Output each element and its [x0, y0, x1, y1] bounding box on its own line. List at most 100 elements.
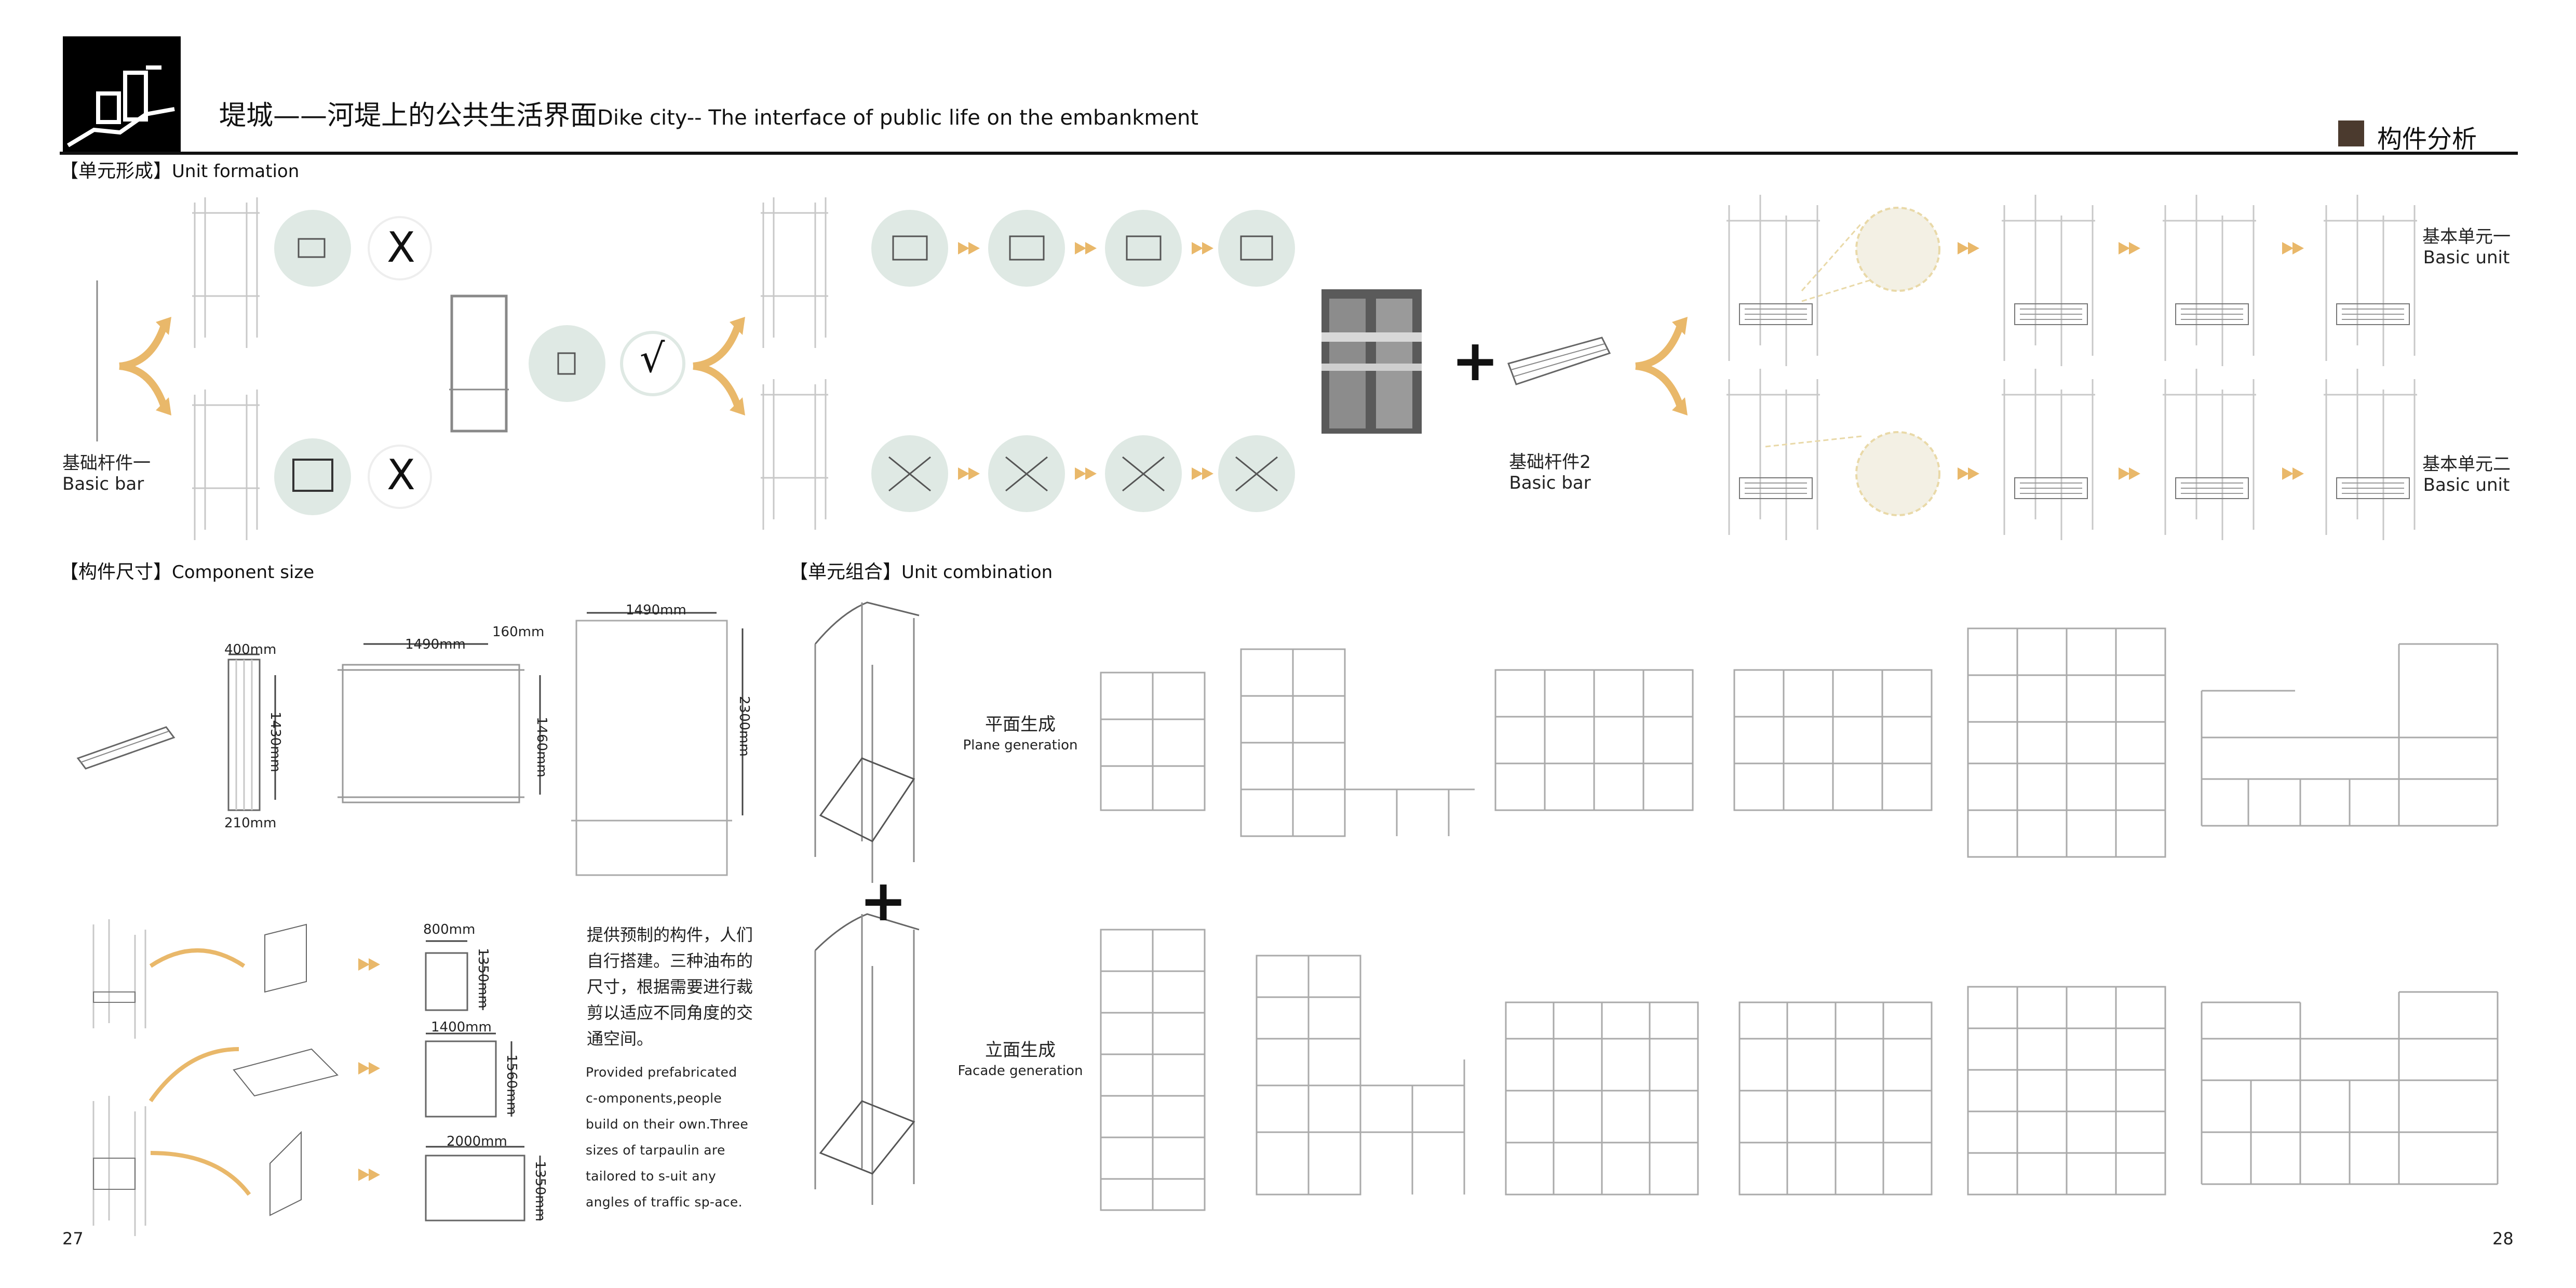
unit-sketch: [1725, 194, 1821, 367]
tarp-shape: [233, 1048, 339, 1097]
header-divider: [60, 152, 2518, 155]
unit-sketch: [2162, 194, 2257, 367]
frame-elevation: [575, 620, 728, 876]
joint-step-circle: [1105, 210, 1182, 287]
label-zh: 立面生成: [985, 1040, 1056, 1061]
dim-label: 1430mm: [267, 712, 283, 772]
cross-circle: [368, 216, 432, 280]
basic-bar1-label: 基础杆件一 Basic bar: [62, 453, 151, 494]
unit-sketch: [1725, 368, 1821, 541]
canopy-unit: [814, 913, 920, 1205]
cross-mark: X: [387, 223, 415, 272]
unit-sketch: [2001, 368, 2096, 541]
logo-mark: [63, 36, 181, 152]
tarp-unit-large: [92, 1096, 146, 1236]
label-en: Basic bar: [1509, 473, 1591, 493]
joint-sketch: [298, 238, 326, 258]
formation-diagram: [96, 194, 2418, 541]
check-circle: [620, 331, 685, 396]
frame-plan: [342, 664, 520, 803]
joint-circle: [529, 325, 605, 402]
joint-step-circle: [871, 210, 948, 287]
joint-sketch: [292, 459, 333, 492]
basic-unit1-label: 基本单元一 Basic unit: [2415, 226, 2518, 268]
tarp-shape: [269, 1131, 302, 1216]
basic-bar2-label: 基础杆件2 Basic bar: [1503, 452, 1597, 493]
joint-circle: [274, 438, 351, 515]
dim-label: 2300mm: [736, 696, 752, 757]
description-zh: 提供预制的构件，人们自行搭建。三种油布的尺寸，根据需要进行裁剪以适应不同角度的交…: [587, 925, 753, 1049]
heading-zh: 【单元形成】: [60, 160, 172, 182]
title-english: Dike city-- The interface of public life…: [597, 106, 1199, 130]
dim-label: 160mm: [492, 624, 545, 640]
plane-generation-label: 平面生成 Plane generation: [961, 714, 1080, 756]
unit-sketch: [2323, 194, 2418, 367]
facade-grid: [1100, 929, 1206, 1211]
tarp-800: [425, 952, 468, 1011]
fork-arrow: [119, 317, 171, 415]
heading-unit-formation: 【单元形成】Unit formation: [60, 156, 299, 183]
plane-grid: [1733, 669, 1933, 811]
page-number-right: 28: [2492, 1229, 2514, 1249]
check-mark: √: [640, 335, 665, 381]
unit-sketch: [2001, 194, 2096, 367]
page-number-left: 27: [62, 1229, 84, 1249]
dim-label: 400mm: [224, 642, 277, 658]
dim-label: 210mm: [224, 815, 277, 831]
detail-zoom-circle: [1855, 207, 1940, 292]
facade-grid: [2201, 991, 2499, 1185]
basic-unit2-label: 基本单元二 Basic unit: [2415, 454, 2518, 495]
tarp-unit-small: [92, 919, 146, 1039]
tarp-shape: [264, 923, 307, 993]
frame-sketch: [760, 196, 829, 349]
unit-sketch: [2323, 368, 2418, 541]
cross-mark: X: [387, 451, 415, 499]
combination-diagram: [814, 601, 2499, 1211]
heading-en: Component size: [172, 562, 315, 583]
tarp-1400: [425, 1040, 497, 1118]
dim-label: 1490mm: [405, 637, 466, 652]
dim-label: 1400mm: [431, 1019, 492, 1035]
label-zh: 基础杆件一: [62, 453, 151, 474]
frame-sketch: [191, 388, 261, 541]
tarp-2000: [425, 1155, 525, 1222]
label-en: Basic unit: [2423, 247, 2510, 268]
unit-sketch: [2162, 368, 2257, 541]
facade-grid: [1505, 1001, 1699, 1196]
fork-arrow: [693, 317, 745, 415]
joint-step-circle: [988, 210, 1065, 287]
detail-zoom-circle: [1855, 431, 1940, 516]
label-zh: 平面生成: [985, 714, 1056, 735]
plane-grid: [1240, 648, 1475, 837]
description-en: Provided prefabricated c-omponents,peopl…: [586, 1065, 749, 1210]
title-chinese: 堤城——河堤上的公共生活界面: [219, 100, 598, 131]
heading-en: Unit combination: [901, 562, 1053, 583]
canopy-unit: [814, 601, 920, 883]
heading-component-size: 【构件尺寸】Component size: [60, 557, 314, 584]
plank-sketch: [1507, 337, 1611, 385]
facade-grid: [1256, 955, 1465, 1196]
logo-glyph: [66, 65, 175, 147]
plane-grid: [1967, 627, 2166, 858]
label-en: Basic bar: [62, 474, 144, 494]
section-label: 构件分析: [2377, 125, 2477, 154]
fork-arrow: [1636, 317, 1688, 415]
heading-zh: 【单元组合】: [789, 561, 902, 583]
facade-generation-label: 立面生成 Facade generation: [953, 1040, 1088, 1081]
facade-grid: [1967, 986, 2166, 1196]
heading-unit-combination: 【单元组合】Unit combination: [789, 557, 1053, 584]
joint-step-circle: [1218, 210, 1295, 287]
facade-grid: [1738, 1001, 1933, 1196]
component-size-diagram: [76, 612, 744, 1236]
cross-circle: [368, 445, 432, 509]
section-marker: [2338, 120, 2364, 146]
label-zh: 基本单元二: [2422, 454, 2511, 475]
heading-zh: 【构件尺寸】: [60, 561, 172, 583]
dim-label: 1460mm: [534, 717, 549, 777]
dim-label: 1490mm: [626, 602, 686, 618]
dim-label: 800mm: [423, 922, 476, 937]
frame-sketch: [760, 378, 829, 531]
dim-label: 1350mm: [532, 1161, 548, 1222]
plane-grid: [1100, 672, 1206, 811]
label-en: Basic unit: [2423, 475, 2510, 495]
